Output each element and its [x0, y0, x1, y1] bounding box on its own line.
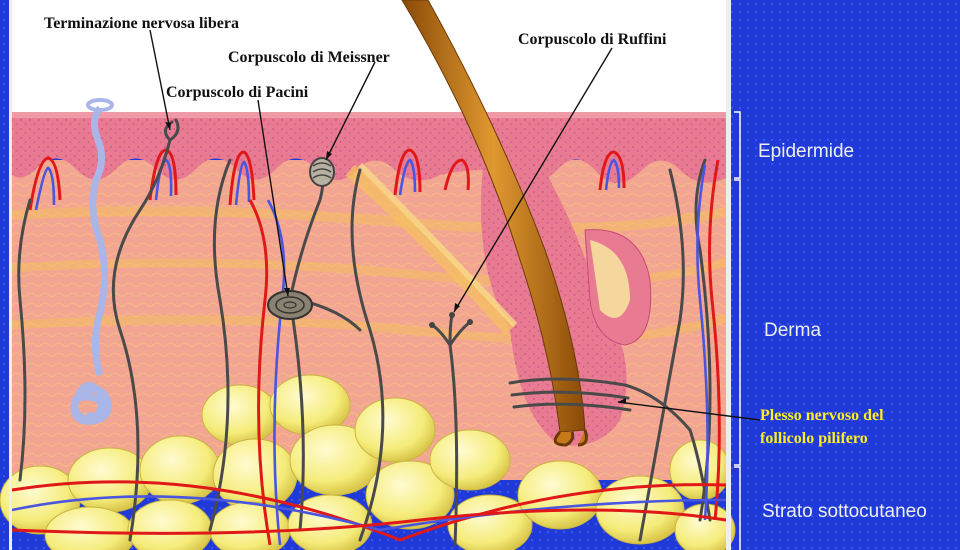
- label-hair-plexus-line2: follicolo pilifero: [760, 430, 868, 447]
- label-subcutaneous: Strato sottocutaneo: [762, 501, 927, 522]
- layer-brackets: [734, 112, 740, 550]
- label-dermis: Derma: [764, 320, 821, 341]
- label-pacini: Corpuscolo di Pacini: [166, 84, 309, 101]
- label-hair-plexus-line1: Plesso nervoso del: [760, 407, 884, 424]
- label-ruffini: Corpuscolo di Ruffini: [518, 31, 667, 48]
- label-epidermis: Epidermide: [758, 141, 854, 162]
- pacini-corpuscle: [268, 291, 312, 319]
- meissner-corpuscle: [310, 158, 334, 186]
- label-meissner: Corpuscolo di Meissner: [228, 49, 390, 66]
- label-free-nerve-ending: Terminazione nervosa libera: [44, 15, 239, 32]
